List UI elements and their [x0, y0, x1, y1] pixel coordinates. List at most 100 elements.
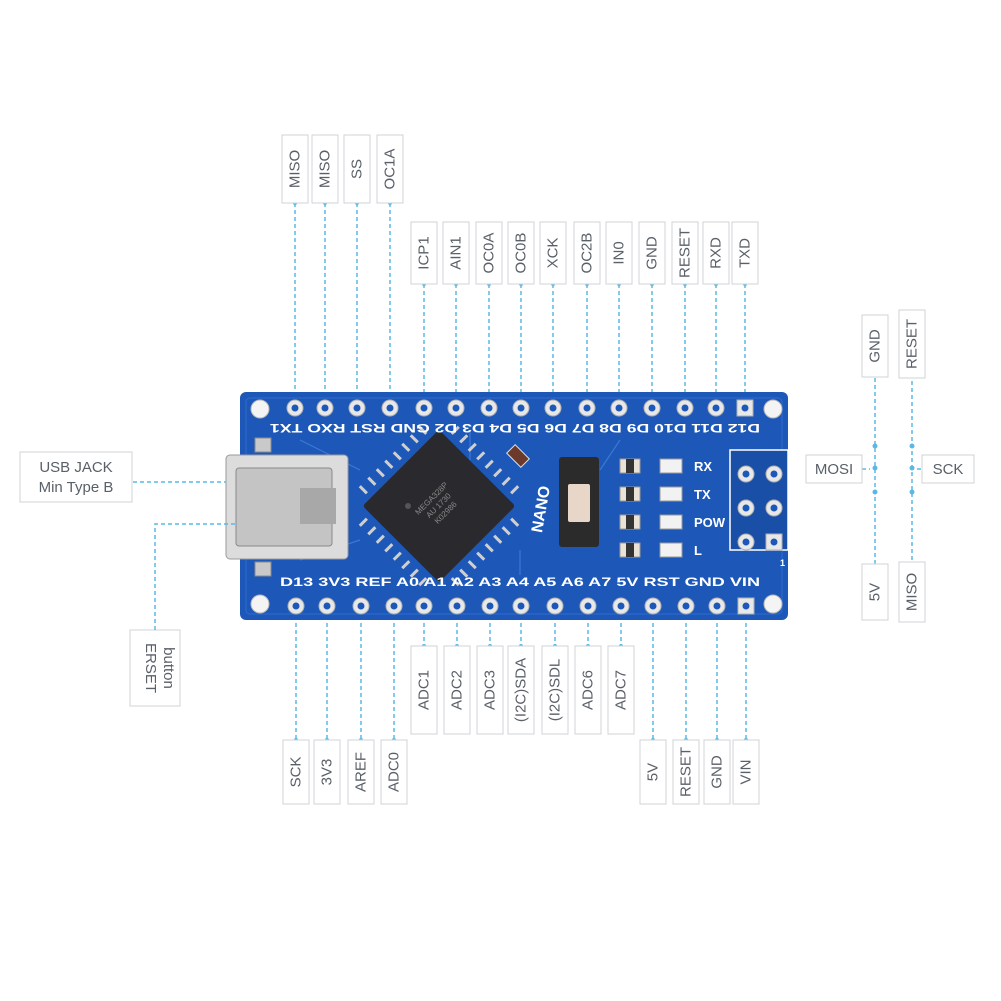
chip-pin	[450, 425, 460, 435]
pin-label-box: 3V3	[313, 739, 341, 805]
led-label-rx: RX	[694, 459, 712, 474]
pin-label-text: VIN	[738, 759, 755, 784]
pin-hole	[420, 602, 428, 610]
usb-tab-icon	[254, 437, 272, 453]
pin-hole	[583, 404, 591, 412]
icsp-labels: GND RESET MOSI SCK 5V MISO	[805, 309, 975, 623]
pin-label-text: OC1A	[382, 149, 399, 190]
led-label-tx: TX	[694, 487, 711, 502]
chip-pin	[493, 468, 503, 478]
chip-pin	[459, 434, 469, 444]
pin-label-text: ADC1	[416, 670, 433, 710]
icsp-label-text: 5V	[867, 583, 884, 601]
icsp-label-text: MISO	[904, 573, 921, 611]
icsp-label-box: MOSI	[805, 454, 863, 484]
icsp-label-box: RESET	[898, 309, 926, 379]
pin-label-box: AIN1	[442, 221, 470, 285]
pin-label-text: RESET	[678, 747, 695, 797]
chip-pin	[459, 568, 469, 578]
icsp-label-text: GND	[867, 329, 884, 363]
chip-pin	[401, 442, 411, 452]
pin-label-text: GND	[644, 236, 661, 270]
erset-label: ERSET button	[129, 523, 238, 707]
pin-hole	[386, 404, 394, 412]
pin-hole	[453, 602, 461, 610]
pin-label-box: ADC2	[443, 645, 471, 735]
icsp-label-box: SCK	[921, 454, 975, 484]
crystal-icon	[505, 443, 531, 469]
pin-label-text: (I2C)SDL	[547, 659, 564, 722]
pin-label-text: ADC6	[580, 670, 597, 710]
atmega-chip-icon: MEGA328P AU 1730 K02986	[358, 425, 520, 587]
pin-label-text: 5V	[645, 763, 662, 781]
pin-hole	[649, 602, 657, 610]
led-label-l: L	[694, 543, 702, 558]
pin-hole	[292, 602, 300, 610]
chip-pin	[367, 476, 377, 486]
icsp-label-box: 5V	[861, 563, 889, 621]
pin-label-text: ADC2	[449, 670, 466, 710]
icsp-label-text: SCK	[933, 461, 964, 478]
chip-pin	[375, 534, 385, 544]
chip-pin	[484, 543, 494, 553]
pin-hole	[549, 404, 557, 412]
chip-pin	[501, 476, 511, 486]
chip-pin	[358, 517, 368, 527]
usb-jack-opening	[300, 488, 336, 524]
pin-label-box: (I2C)SDL	[541, 645, 569, 735]
pin-label-box: OC1A	[376, 134, 404, 204]
pin-hole	[485, 404, 493, 412]
pin-hole	[615, 404, 623, 412]
pin-hole	[517, 404, 525, 412]
erset-line1: ERSET	[142, 643, 159, 693]
chip-pin	[501, 526, 511, 536]
pin-hole	[486, 602, 494, 610]
pin-label-box: ADC1	[410, 645, 438, 735]
chip-pin	[409, 434, 419, 444]
pin-hole	[584, 602, 592, 610]
pin-label-text: SCK	[288, 757, 305, 788]
pin-label-text: 3V3	[319, 759, 336, 786]
pin-label-box: XCK	[539, 221, 567, 285]
pin-label-box: RESET	[672, 739, 700, 805]
chip-pin	[418, 425, 428, 435]
chip-pin	[510, 485, 520, 495]
pin-label-box: ADC3	[476, 645, 504, 735]
pin-hole	[712, 404, 720, 412]
pin-label-box: GND	[703, 739, 731, 805]
pin-hole	[420, 404, 428, 412]
pin-hole	[390, 602, 398, 610]
pin-hole	[323, 602, 331, 610]
pin-hole	[291, 404, 299, 412]
usb-label: USB JACK Min Type B	[19, 451, 226, 503]
pin-label-box: TXD	[731, 221, 759, 285]
pin-hole	[353, 404, 361, 412]
chip-pin	[467, 560, 477, 570]
pin-label-box: ADC7	[607, 645, 635, 735]
mount-hole-icon	[763, 594, 783, 614]
pin-hole	[517, 602, 525, 610]
icsp-pin1-mark: 1	[780, 558, 785, 568]
pin-label-text: XCK	[545, 238, 562, 269]
pin-label-box: OC2B	[573, 221, 601, 285]
pin-label-text: OC0A	[481, 233, 498, 274]
chip-pin	[367, 526, 377, 536]
pin-label-text: ADC0	[386, 752, 403, 792]
pin-hole	[648, 404, 656, 412]
pin-hole	[551, 602, 559, 610]
pin-label-text: TXD	[737, 238, 754, 268]
pin-label-box: 5V	[639, 739, 667, 805]
chip-pin	[493, 534, 503, 544]
usb-tab-icon	[254, 561, 272, 577]
pin-label-box: IN0	[605, 221, 633, 285]
pin-label-text: IN0	[611, 241, 628, 264]
pin-label-text: MISO	[317, 150, 334, 188]
pin-pads	[286, 399, 755, 615]
pin-label-text: (I2C)SDA	[513, 658, 530, 722]
chip-pin	[476, 551, 486, 561]
pin-label-box: OC0A	[475, 221, 503, 285]
pin-label-box: MISO	[311, 134, 339, 204]
